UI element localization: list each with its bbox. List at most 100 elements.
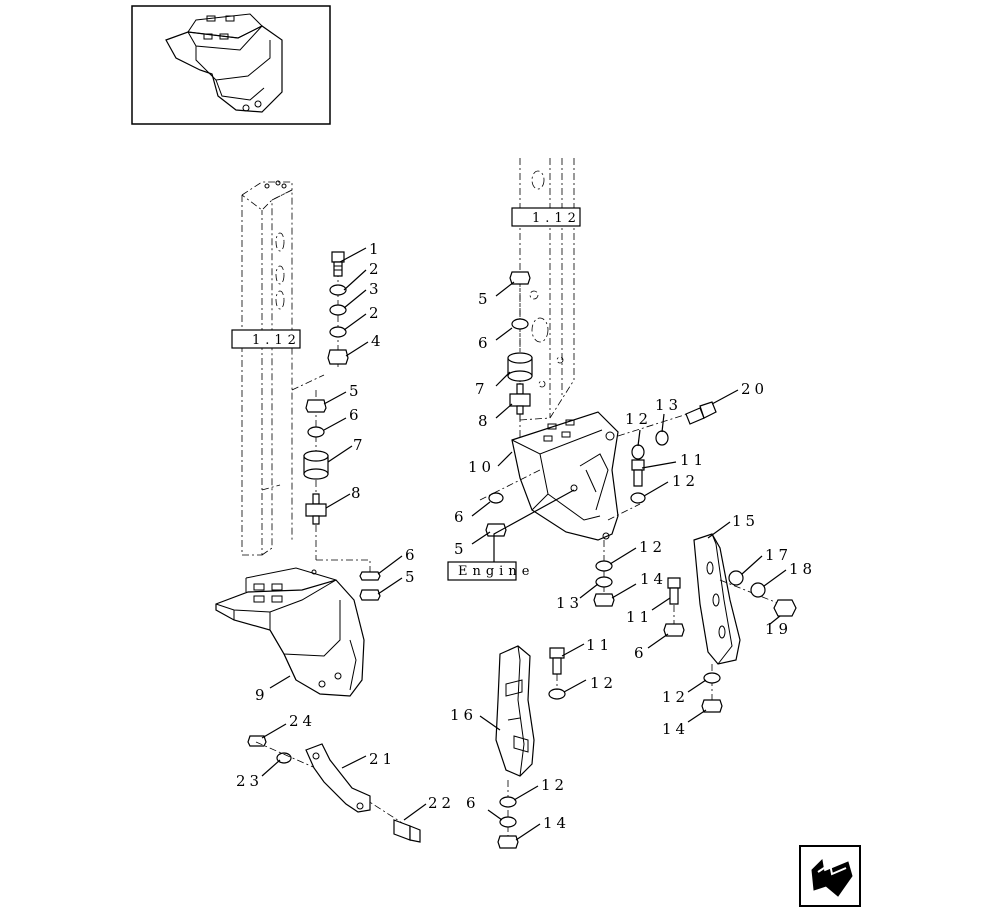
callout-21: 21: [369, 750, 396, 768]
bolt-r11a: [631, 459, 645, 487]
left-frame-rail: [241, 180, 325, 556]
callout-r12a: 12: [625, 410, 652, 428]
callout-r5b: 5: [454, 540, 468, 558]
callout-2b: 2: [369, 304, 383, 322]
bolt-r20: [685, 401, 717, 425]
callout-r15: 15: [732, 512, 759, 530]
callout-4: 4: [371, 332, 385, 350]
callout-r6c: 6: [634, 644, 648, 662]
washer-r12b: [630, 492, 646, 504]
callout-r12d: 12: [662, 688, 689, 706]
callout-r5: 5: [478, 290, 492, 308]
callout-8a: 8: [351, 484, 365, 502]
washer-6: [307, 426, 325, 438]
bracket-15: [693, 533, 741, 665]
washer-r6d: [499, 816, 517, 828]
washer-r13b: [595, 576, 613, 588]
nut-24: [247, 735, 267, 747]
engine-bracket-10: [511, 411, 619, 541]
washer-2a: [329, 284, 347, 296]
callout-22: 22: [428, 794, 455, 812]
callout-r13b: 13: [556, 594, 583, 612]
callout-6a: 6: [349, 406, 363, 424]
callout-2a: 2: [369, 260, 383, 278]
right-frame-ref-box: 1.12: [511, 207, 581, 227]
engine-ref-box: Engine: [447, 561, 534, 581]
nut-r14b: [701, 699, 723, 713]
washer-6b: [359, 571, 381, 581]
callout-r17: 17: [765, 546, 792, 564]
callout-r18: 18: [789, 560, 816, 578]
callout-3: 3: [369, 280, 383, 298]
nut-r14a: [593, 593, 615, 607]
callout-r12b: 12: [672, 472, 699, 490]
nut-r14c: [497, 835, 519, 849]
callout-r8: 8: [478, 412, 492, 430]
engine-ref: Engine: [458, 564, 534, 579]
nut-5b: [359, 589, 381, 601]
washer-r12f: [499, 796, 517, 808]
callout-23: 23: [236, 772, 263, 790]
nut-5: [305, 399, 327, 413]
callout-r11a: 11: [680, 451, 707, 469]
washer-r12e: [548, 688, 566, 700]
stud-mount-8: [305, 493, 327, 525]
left-frame-ref-box: 1.12: [231, 329, 301, 349]
washer-r12a: [631, 444, 645, 460]
callout-9: 9: [255, 686, 269, 704]
callout-r12f: 12: [541, 776, 568, 794]
callout-r12c: 12: [639, 538, 666, 556]
bolt-22: [393, 819, 421, 843]
washer-r6b: [488, 492, 504, 504]
callout-r16: 16: [450, 706, 477, 724]
nut-r19: [773, 599, 797, 617]
callout-7a: 7: [353, 436, 367, 454]
nut-r5b: [485, 523, 507, 537]
callout-r14c: 14: [543, 814, 570, 832]
rubber-mount-7: [303, 450, 329, 480]
callout-r6b: 6: [454, 508, 468, 526]
thumbnail[interactable]: [131, 5, 331, 125]
link-21: [305, 743, 371, 813]
washer-2b: [329, 326, 347, 338]
callout-r11c: 11: [586, 636, 613, 654]
nut-4: [327, 349, 349, 365]
bracket-16: [495, 645, 535, 777]
callout-r11b: 11: [626, 608, 653, 626]
arrow-navigation-icon[interactable]: [799, 845, 861, 907]
callout-24: 24: [289, 712, 316, 730]
callout-5a: 5: [349, 382, 363, 400]
callout-r14a: 14: [640, 570, 667, 588]
left-frame-ref: 1.12: [252, 333, 301, 348]
washer-3: [329, 304, 347, 316]
engine-bracket-thumbnail: [165, 13, 283, 113]
callout-5b: 5: [405, 568, 419, 586]
right-frame-rail: [519, 158, 575, 421]
engine-bracket-9: [215, 567, 365, 697]
nut-r5: [509, 271, 531, 285]
washer-r18: [750, 582, 766, 598]
spacer-r17: [728, 570, 744, 586]
callout-r14b: 14: [662, 720, 689, 738]
callout-r6: 6: [478, 334, 492, 352]
callout-1: 1: [369, 240, 383, 258]
callout-r6d: 6: [466, 794, 480, 812]
bolt-r11b: [667, 577, 681, 605]
callout-r10: 10: [468, 458, 495, 476]
callout-r20: 20: [741, 380, 768, 398]
callout-r13a: 13: [655, 396, 682, 414]
bolt-1: [331, 251, 345, 277]
bolt-r11c: [549, 647, 565, 675]
washer-r6: [511, 318, 529, 330]
callout-r7: 7: [475, 380, 489, 398]
callout-r19: 19: [765, 620, 792, 638]
rubber-mount-r7: [507, 352, 533, 382]
stud-mount-r8: [509, 383, 531, 415]
washer-r12d: [703, 672, 721, 684]
nut-r6c: [663, 623, 685, 637]
callout-6b: 6: [405, 546, 419, 564]
washer-r12c: [595, 560, 613, 572]
callout-r12e: 12: [590, 674, 617, 692]
right-frame-ref: 1.12: [532, 211, 581, 226]
